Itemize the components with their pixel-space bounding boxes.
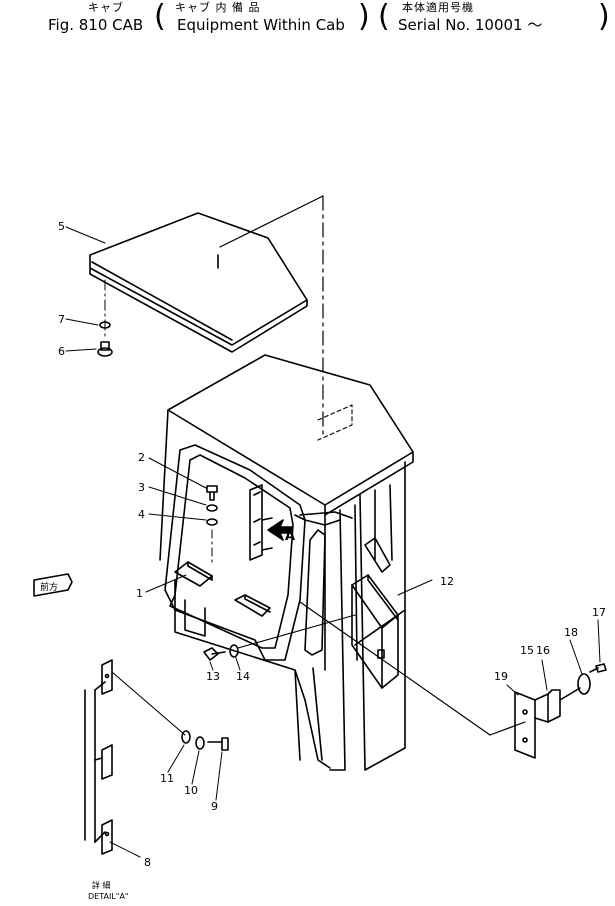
nut-10 (195, 736, 205, 750)
figure-subtitle: Equipment Within Cab (177, 16, 345, 34)
callout-11: 11 (160, 772, 174, 785)
screw-17 (589, 663, 607, 673)
bolt-2 (206, 485, 218, 501)
detail-caption: DETAIL"A" (88, 892, 129, 901)
direction-tag: 前方 (40, 581, 58, 593)
nut-6 (97, 341, 113, 357)
callout-8: 8 (144, 856, 151, 869)
washer-14 (229, 644, 239, 658)
washer-11 (181, 730, 191, 744)
callout-13: 13 (206, 670, 220, 683)
callout-9: 9 (211, 800, 218, 813)
callout-4: 4 (138, 508, 145, 521)
detail-marker-a: A (285, 529, 295, 544)
callout-3: 3 (138, 481, 145, 494)
washer-3 (206, 504, 218, 512)
paren-open-2: ( (378, 0, 390, 34)
grab-handle-front (174, 561, 213, 587)
callout-12: 12 (440, 575, 454, 588)
callout-2: 2 (138, 451, 145, 464)
callout-6: 6 (58, 345, 65, 358)
washer-4 (206, 518, 218, 526)
callout-7: 7 (58, 313, 65, 326)
cab-body (159, 354, 414, 771)
bolt-13 (203, 647, 226, 661)
washer-7 (99, 321, 111, 329)
header-jp-equipment: キャブ 内 備 品 (175, 1, 261, 14)
callout-labels: 5 7 6 2 3 4 1 12 13 14 11 10 9 8 19 15 1… (40, 220, 606, 869)
bracket-19 (514, 691, 536, 759)
paren-close-2: ) (598, 0, 610, 34)
serial-range: Serial No. 10001 ～ (398, 16, 543, 34)
handrail-8 (84, 659, 113, 855)
detail-arrow-a (267, 519, 293, 541)
callout-19: 19 (494, 670, 508, 683)
grab-handle-side (364, 537, 391, 573)
box-12 (351, 574, 399, 689)
hook-15-16 (534, 689, 561, 723)
bolt-9 (207, 737, 229, 751)
callout-16: 16 (536, 644, 550, 657)
roof-panel (89, 212, 308, 353)
paren-close-1: ) (358, 0, 370, 34)
callout-15: 15 (520, 644, 534, 657)
direction-tag-outline (33, 573, 73, 597)
header-jp-serial: 本体適用号機 (402, 1, 474, 14)
leader-lines (65, 226, 601, 858)
detail-caption-jp: 詳 細 (92, 881, 111, 890)
paren-open-1: ( (154, 0, 166, 34)
grab-handle-lower (234, 594, 271, 617)
callout-5: 5 (58, 220, 65, 233)
callout-17: 17 (592, 606, 606, 619)
callout-14: 14 (236, 670, 250, 683)
figure-title: Fig. 810 CAB (48, 16, 144, 34)
callout-1: 1 (136, 587, 143, 600)
callout-10: 10 (184, 784, 198, 797)
callout-18: 18 (564, 626, 578, 639)
header-jp-cab: キャブ (88, 1, 124, 14)
knob-18 (559, 673, 591, 701)
